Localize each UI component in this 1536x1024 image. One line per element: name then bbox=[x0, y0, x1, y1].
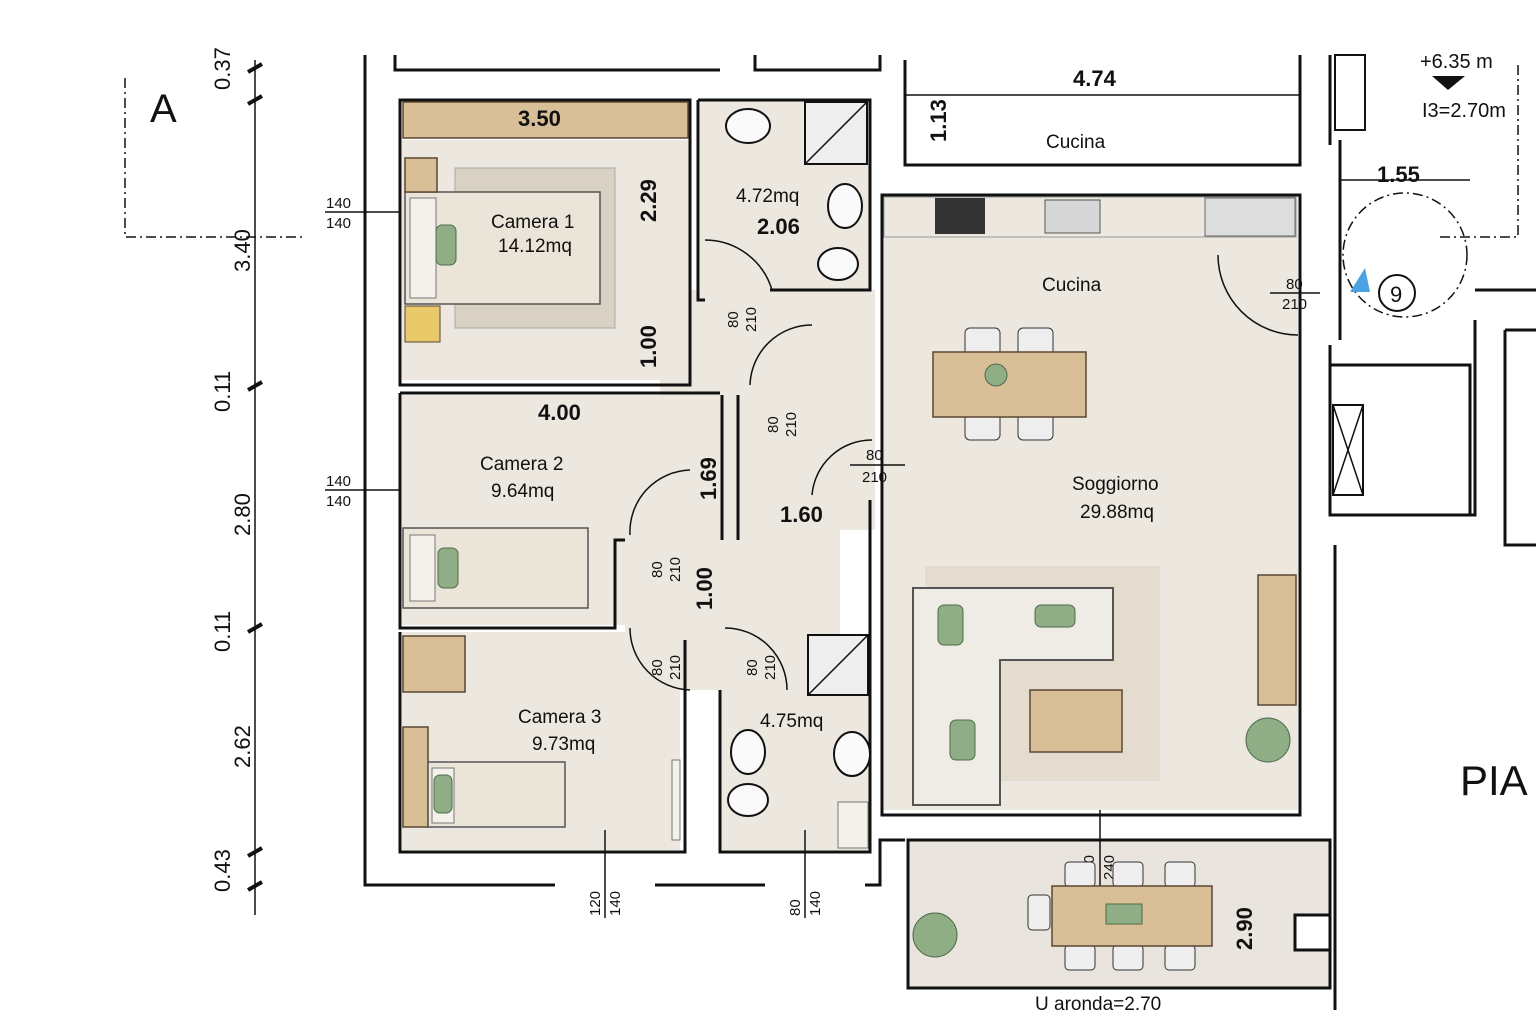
window-4-bottom: 140 bbox=[807, 891, 824, 916]
camera-1-furniture bbox=[402, 101, 689, 343]
label: 80 bbox=[649, 659, 666, 676]
camera-3-name: Camera 3 bbox=[518, 707, 601, 728]
label: 210 bbox=[743, 307, 760, 332]
camera-3-area: 9.73mq bbox=[532, 734, 595, 755]
kitchen-label: Cucina bbox=[1042, 275, 1102, 296]
bathroom-2-area: 4.75mq bbox=[760, 711, 823, 732]
bathroom-1-fixtures bbox=[725, 101, 868, 281]
label: 210 bbox=[783, 412, 800, 437]
dim-kitchen-depth: 1.13 bbox=[926, 99, 951, 142]
living-area: 29.88mq bbox=[1080, 502, 1154, 523]
dim-stair-width: 1.55 bbox=[1377, 162, 1420, 187]
dim-hall2: 1.00 bbox=[692, 567, 717, 610]
label: 210 bbox=[762, 655, 779, 680]
label: 210 bbox=[862, 469, 887, 486]
vertical-dimension-chain: 0.37 3.40 0.11 2.80 0.11 2.62 0.43 bbox=[210, 47, 263, 915]
stair-area bbox=[1328, 54, 1519, 517]
dim-camera1-depth: 2.29 bbox=[636, 179, 661, 222]
doors bbox=[629, 239, 1299, 691]
window-2-bottom: 140 bbox=[326, 493, 351, 510]
dim-0-11-a: 0.11 bbox=[210, 371, 235, 412]
window-3-top: 120 bbox=[587, 891, 604, 916]
height-label: I3=2.70m bbox=[1422, 100, 1506, 122]
dim-bath1-width: 2.06 bbox=[757, 214, 800, 239]
window-1-top: 140 bbox=[326, 195, 351, 212]
dim-2-80: 2.80 bbox=[230, 493, 255, 536]
dim-camera2-width: 4.00 bbox=[538, 400, 581, 425]
dim-0-11-b: 0.11 bbox=[210, 611, 235, 652]
dim-hall-width: 1.60 bbox=[780, 502, 823, 527]
section-label: A bbox=[150, 87, 177, 131]
dim-hall1: 1.00 bbox=[636, 325, 661, 368]
dim-0-43: 0.43 bbox=[210, 849, 235, 892]
dim-2-62: 2.62 bbox=[230, 725, 255, 768]
window-1-bottom: 140 bbox=[326, 215, 351, 232]
camera-2-name: Camera 2 bbox=[480, 454, 563, 475]
dim-camera1-width: 3.50 bbox=[518, 106, 561, 131]
cut-title: PIA bbox=[1460, 757, 1528, 804]
camera-2-area: 9.64mq bbox=[491, 481, 554, 502]
bathroom-2-fixtures bbox=[727, 634, 871, 849]
dining-table bbox=[932, 327, 1087, 441]
label: 210 bbox=[667, 655, 684, 680]
label: 80 bbox=[1286, 276, 1303, 293]
veranda-dining bbox=[912, 861, 1332, 971]
dim-0-37: 0.37 bbox=[210, 47, 235, 90]
label: 210 bbox=[667, 557, 684, 582]
camera-3-furniture bbox=[402, 635, 681, 841]
window-3-bottom: 140 bbox=[607, 891, 624, 916]
kitchen-counter bbox=[883, 196, 1297, 238]
dim-camera2-depth: 1.69 bbox=[696, 457, 721, 500]
veranda-label: U aronda=2.70 bbox=[1035, 994, 1161, 1015]
label: 210 bbox=[1282, 296, 1307, 313]
living-name: Soggiorno bbox=[1072, 474, 1159, 495]
bathroom-1-area: 4.72mq bbox=[736, 186, 799, 207]
dim-3-40: 3.40 bbox=[230, 229, 255, 272]
level-marker-icon bbox=[1432, 76, 1465, 90]
label: 80 bbox=[744, 659, 761, 676]
label: 80 bbox=[765, 416, 782, 433]
camera-1-area: 14.12mq bbox=[498, 236, 572, 257]
label: 80 bbox=[866, 447, 883, 464]
window-2-top: 140 bbox=[326, 473, 351, 490]
label: 80 bbox=[725, 311, 742, 328]
camera-1-name: Camera 1 bbox=[491, 212, 574, 233]
label: 80 bbox=[649, 561, 666, 578]
window-4-top: 80 bbox=[787, 899, 804, 916]
stair-number: 9 bbox=[1390, 282, 1402, 307]
living-furniture bbox=[912, 566, 1297, 806]
level-label: +6.35 m bbox=[1420, 51, 1493, 73]
dim-veranda-depth: 2.90 bbox=[1232, 907, 1257, 950]
kitchen-top-label: Cucina bbox=[1046, 132, 1106, 153]
camera-2-furniture bbox=[402, 527, 589, 609]
dim-kitchen-width: 4.74 bbox=[1073, 66, 1117, 91]
